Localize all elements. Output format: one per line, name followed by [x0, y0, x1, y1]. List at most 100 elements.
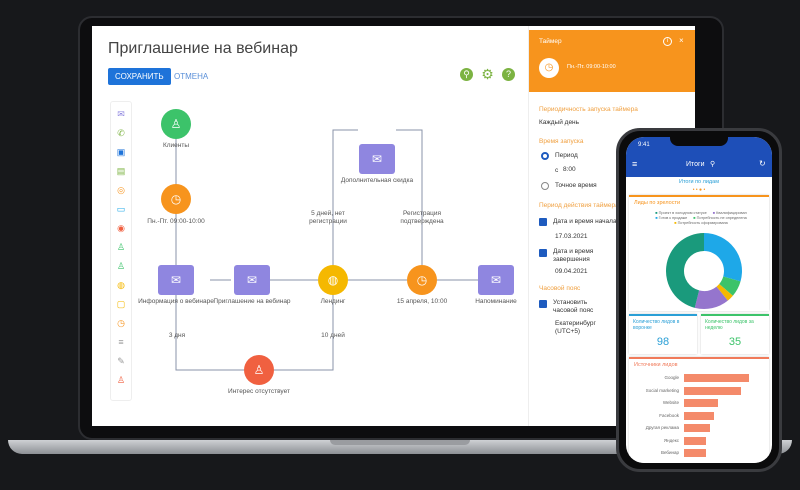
help-icon[interactable]: ?	[502, 68, 515, 81]
discount-label: Дополнительная скидка	[340, 177, 414, 184]
exact-time-radio[interactable]	[541, 182, 549, 190]
timezone-checkbox[interactable]	[539, 300, 547, 308]
bar-row: Google	[629, 373, 769, 383]
timezone-check-label: Установить часовой пояс	[553, 299, 594, 314]
timezone-label: Часовой пояс	[539, 285, 581, 292]
bar-label: Яндекс	[663, 437, 679, 443]
bar-row: Facebook	[629, 411, 769, 421]
legend-item: ■ Потребность не определена	[693, 216, 747, 220]
donut-slice[interactable]	[694, 286, 728, 309]
refresh-icon[interactable]: ↻	[759, 159, 766, 168]
info-email-label: Информация о вебинаре	[138, 298, 214, 305]
bar-label: Google	[664, 375, 679, 380]
search-icon[interactable]: ⚲	[710, 161, 716, 168]
sources-title: Источники лидов	[634, 362, 678, 368]
edge-no-registration: 5 дней, нет регистрации	[309, 210, 347, 225]
form-icon[interactable]: ▤	[116, 166, 126, 176]
discount-email-node[interactable]: ✉	[359, 144, 395, 174]
donut-slice[interactable]	[719, 276, 741, 296]
webpage-icon[interactable]: ▣	[116, 147, 126, 157]
donut-title: Лиды по зрелости	[634, 200, 681, 206]
kpi-funnel-card: Количество лидов в воронке 98	[629, 314, 697, 354]
edge-registration-confirmed: Регистрация подтверждена	[400, 210, 444, 225]
timezone-select[interactable]: Екатеринбург (UTC+5)	[555, 320, 596, 335]
legend-label: Проект в холодном статусе	[658, 211, 707, 215]
phone-icon[interactable]: ✆	[117, 128, 125, 138]
legend-label: Квалифицирован	[716, 211, 747, 215]
timer-icon[interactable]: ◷	[117, 318, 125, 328]
email-icon[interactable]: ✉	[117, 109, 125, 119]
bar-label: Social marketing	[645, 387, 679, 393]
end-date-input[interactable]: 09.04.2021	[555, 268, 588, 275]
screen-title: Итоги	[686, 161, 705, 168]
donut-slice[interactable]	[716, 284, 733, 301]
donut-legend: ■ Проект в холодном статусе■ Квалифициро…	[637, 211, 765, 225]
search-icon[interactable]: ⚲	[460, 68, 473, 81]
contact-icon[interactable]: ♙	[116, 242, 126, 252]
bar[interactable]	[684, 449, 707, 457]
edit-icon[interactable]: ✎	[117, 356, 125, 366]
bar[interactable]	[684, 399, 718, 407]
legend-label: Готов к продаже	[658, 216, 688, 220]
bar[interactable]	[684, 386, 742, 395]
bar[interactable]	[684, 374, 749, 382]
date-timer-node[interactable]: ◷	[407, 265, 437, 295]
legend-item: ■ Проект в холодном статусе	[655, 211, 707, 215]
bar-row: Social marketing	[629, 386, 769, 396]
event-icon[interactable]: ◎	[117, 185, 125, 195]
clients-node[interactable]: ♙	[161, 109, 191, 139]
page-dots[interactable]: • • ● •	[692, 187, 706, 193]
info-icon[interactable]: i	[663, 37, 672, 46]
segment-icon[interactable]: ♙	[116, 261, 126, 271]
period-radio[interactable]	[541, 152, 549, 160]
exit-icon[interactable]: ♙	[116, 375, 126, 385]
landing-icon[interactable]: ◍	[117, 280, 125, 290]
status-time: 9:41	[638, 142, 650, 148]
donut-chart	[666, 233, 742, 309]
bar[interactable]	[684, 411, 714, 420]
bar-label: Facebook	[659, 412, 679, 418]
phone-notch	[670, 137, 728, 146]
menu-icon[interactable]: ≡	[632, 159, 638, 169]
dashboard-title: Итоги по лидам	[679, 179, 719, 185]
clients-label: Клиенты	[162, 142, 190, 149]
reminder-label: Напоминание	[475, 298, 517, 305]
gear-icon[interactable]: ⚙	[481, 66, 494, 82]
info-email-node[interactable]: ✉	[158, 265, 194, 295]
end-checkbox[interactable]	[539, 249, 547, 257]
frequency-label: Периодичность запуска таймера	[539, 106, 638, 113]
no-interest-node[interactable]: ♙	[244, 355, 274, 385]
bar-row: Вебинар	[629, 448, 769, 458]
bar[interactable]	[684, 436, 707, 445]
start-date-input[interactable]: 17.03.2021	[555, 233, 588, 240]
cancel-button[interactable]: ОТМЕНА	[174, 72, 209, 81]
invite-email-node[interactable]: ✉	[234, 265, 270, 295]
save-button[interactable]: СОХРАНИТЬ	[108, 68, 171, 85]
laptop-base	[8, 440, 792, 454]
process-editor: Приглашение на вебинар СОХРАНИТЬ ОТМЕНА …	[92, 26, 695, 426]
filter-icon[interactable]: ≡	[118, 337, 124, 347]
sms-icon[interactable]: ▭	[116, 204, 126, 214]
bar-label: Website	[662, 400, 679, 405]
legend-item: ■ Потребность сформирована	[674, 221, 728, 225]
start-checkbox[interactable]	[539, 218, 547, 226]
app-header: 9:41 ≡ Итоги ⚲ ↻	[626, 137, 772, 177]
push-icon[interactable]: ◉	[117, 223, 125, 233]
close-icon[interactable]: ×	[679, 36, 684, 45]
frequency-select[interactable]: Каждый день	[539, 119, 580, 126]
start-time-label: Время запуска	[539, 138, 584, 145]
landing-node[interactable]: ◍	[318, 265, 348, 295]
legend-label: Потребность не определена	[696, 216, 747, 220]
from-time-input[interactable]: 8:00	[563, 166, 576, 173]
bar-label: Вебинар	[660, 450, 679, 455]
bar[interactable]	[684, 424, 710, 432]
reminder-email-node[interactable]: ✉	[478, 265, 514, 295]
donut-slice[interactable]	[704, 233, 742, 282]
end-label: Дата и время завершения	[553, 248, 594, 263]
kpi-week-label: Количество лидов за неделю	[705, 319, 754, 331]
gift-icon[interactable]: ▢	[116, 299, 126, 309]
period-label: Период	[555, 152, 578, 159]
donut-slice[interactable]	[666, 233, 704, 308]
timer-node[interactable]: ◷	[161, 184, 191, 214]
